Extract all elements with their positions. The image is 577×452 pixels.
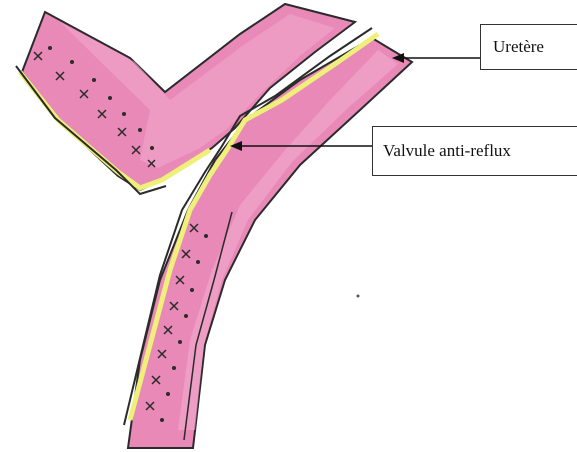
ureter-label: Uretère: [480, 24, 577, 70]
dot-mark-icon: [172, 366, 176, 370]
dot-mark-icon: [150, 146, 154, 150]
stray-dot: [357, 295, 360, 298]
dot-mark-icon: [204, 234, 208, 238]
dot-mark-icon: [138, 128, 142, 132]
dot-mark-icon: [196, 260, 200, 264]
dot-mark-icon: [178, 340, 182, 344]
dot-mark-icon: [160, 418, 164, 422]
dot-mark-icon: [70, 60, 74, 64]
dot-mark-icon: [92, 78, 96, 82]
dot-mark-icon: [108, 96, 112, 100]
dot-mark-icon: [184, 314, 188, 318]
dot-mark-icon: [190, 288, 194, 292]
dot-mark-icon: [48, 46, 52, 50]
dot-mark-icon: [166, 392, 170, 396]
valve-label: Valvule anti-reflux: [372, 126, 577, 176]
dot-mark-icon: [122, 112, 126, 116]
